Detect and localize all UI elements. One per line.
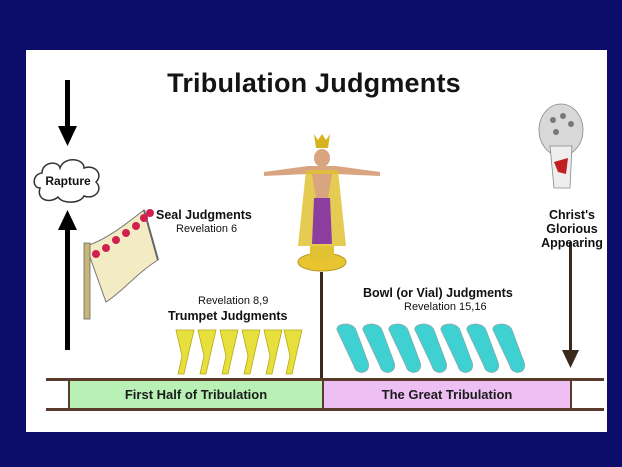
up-arrow-icon — [58, 210, 77, 350]
bowl-judgments-title: Bowl (or Vial) Judgments — [363, 286, 513, 300]
down-arrow-icon — [58, 80, 77, 146]
bowl-judgments-reference: Revelation 15,16 — [404, 301, 487, 313]
rapture-label: Rapture — [32, 174, 104, 188]
great-tribulation-segment: The Great Tribulation — [324, 381, 570, 408]
trumpet-icon — [176, 330, 302, 374]
scroll-icon — [84, 209, 158, 319]
diagram-graphics — [26, 50, 607, 432]
trumpet-judgments-reference: Revelation 8,9 — [198, 295, 268, 307]
christ-label-line-3: Appearing — [528, 236, 616, 250]
christ-label-line-1: Christ's — [528, 208, 616, 222]
seal-judgments-reference: Revelation 6 — [176, 223, 237, 235]
bowl-icon — [337, 324, 525, 372]
trumpet-judgments-title: Trumpet Judgments — [168, 309, 287, 323]
diagram-title: Tribulation Judgments — [154, 68, 474, 99]
seal-judgments-title: Seal Judgments — [156, 208, 252, 222]
first-half-segment: First Half of Tribulation — [70, 381, 322, 408]
diagram-panel: Tribulation Judgments Rapture Seal Judgm… — [26, 50, 607, 432]
statue-icon — [264, 134, 380, 380]
christ-label-line-2: Glorious — [528, 222, 616, 236]
